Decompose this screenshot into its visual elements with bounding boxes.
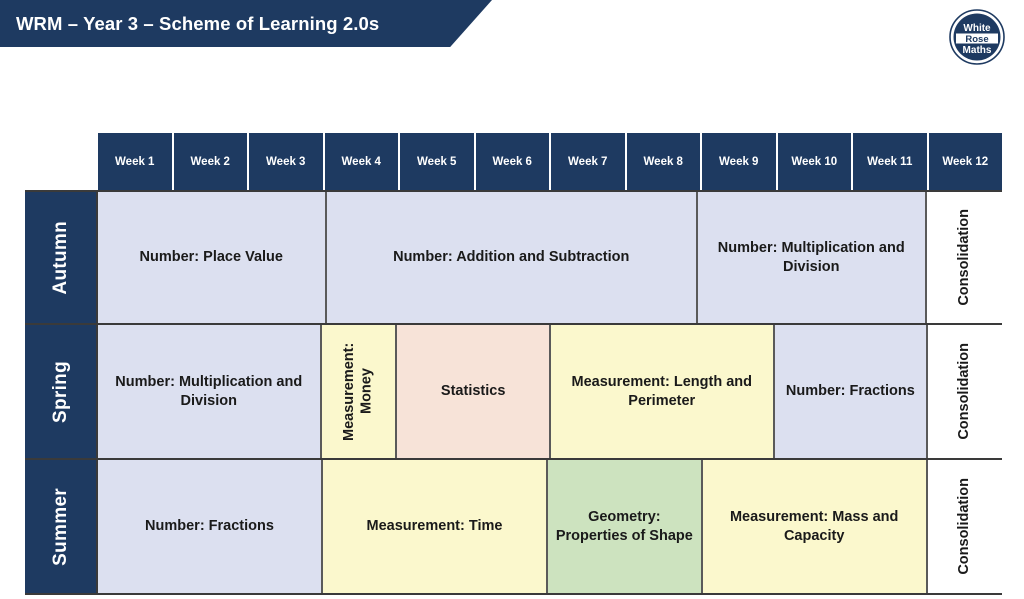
season-label-summer: Summer [25, 460, 98, 593]
unit-cell: Measurement: Mass and Capacity [702, 460, 928, 593]
unit-cell-label: Consolidation [956, 343, 973, 440]
season-row-summer: Summer Number: Fractions Measurement: Time… [25, 460, 1002, 595]
unit-cell: Geometry: Properties of Shape [548, 460, 703, 593]
week-header-9: Week 9 [702, 133, 778, 190]
week-header-7: Week 7 [551, 133, 627, 190]
page-title: WRM – Year 3 – Scheme of Learning 2.0s [16, 12, 380, 34]
unit-cell-label: Statistics [440, 383, 506, 400]
season-cells: Number: Fractions Measurement: Time Geomet… [98, 460, 1002, 593]
svg-text:Rose: Rose [965, 34, 988, 45]
white-rose-maths-logo: White Rose Maths [948, 8, 1006, 66]
svg-text:Maths: Maths [963, 45, 992, 56]
week-header-10: Week 10 [777, 133, 853, 190]
unit-cell-label: Measurement: Mass and Capacity [729, 509, 899, 544]
unit-cell-label: Number: Fractions [785, 383, 915, 400]
week-header-8: Week 8 [626, 133, 702, 190]
week-header-5: Week 5 [400, 133, 476, 190]
unit-cell-label: Measurement: Money [341, 342, 375, 441]
week-header-11: Week 11 [853, 133, 929, 190]
unit-cell-label: Number: Fractions [145, 518, 274, 535]
unit-cell-label: Number: Multiplication and Division [115, 374, 303, 409]
title-banner: WRM – Year 3 – Scheme of Learning 2.0s [0, 0, 492, 47]
week-header-2: Week 2 [173, 133, 249, 190]
unit-cell: Number: Fractions [774, 325, 929, 458]
season-label-text: Spring [49, 360, 71, 423]
unit-cell: Statistics [397, 325, 551, 458]
unit-cell-label: Measurement: Length and Perimeter [571, 374, 752, 409]
unit-cell: Consolidation [926, 192, 1002, 323]
season-cells: Number: Multiplication and Division Measu… [98, 325, 1002, 458]
week-header-4: Week 4 [324, 133, 400, 190]
svg-text:White: White [963, 23, 991, 34]
season-row-autumn: Autumn Number: Place Value Number: Additio… [25, 190, 1002, 325]
season-cells: Number: Place Value Number: Addition and … [98, 192, 1002, 323]
season-label-text: Summer [49, 487, 71, 566]
unit-cell: Measurement: Length and Perimeter [551, 325, 775, 458]
unit-cell-label: Number: Multiplication and Division [717, 240, 905, 275]
unit-cell-label: Consolidation [955, 209, 972, 306]
unit-cell: Number: Fractions [98, 460, 323, 593]
unit-cell: Number: Addition and Subtraction [326, 192, 698, 323]
unit-cell-label: Number: Addition and Subtraction [393, 249, 630, 266]
unit-cell: Measurement: Money [321, 325, 398, 458]
unit-cell: Consolidation [928, 325, 1002, 458]
season-rows: Autumn Number: Place Value Number: Additio… [25, 190, 1002, 595]
unit-cell-label: Number: Place Value [139, 249, 283, 266]
week-header-6: Week 6 [475, 133, 551, 190]
unit-cell-label: Geometry: Properties of Shape [555, 509, 693, 544]
unit-cell-label: Consolidation [956, 478, 973, 575]
unit-cell: Measurement: Time [323, 460, 548, 593]
unit-cell: Number: Multiplication and Division [698, 192, 927, 323]
unit-cell: Number: Place Value [98, 192, 327, 323]
week-header-3: Week 3 [249, 133, 325, 190]
unit-cell: Consolidation [927, 460, 1002, 593]
week-header-1: Week 1 [98, 133, 174, 190]
unit-cell-label: Measurement: Time [366, 518, 503, 535]
season-label-text: Autumn [49, 220, 71, 295]
unit-cell: Number: Multiplication and Division [98, 325, 322, 458]
season-label-spring: Spring [25, 325, 98, 458]
season-row-spring: Spring Number: Multiplication and Divisio… [25, 325, 1002, 460]
week-header-12: Week 12 [928, 133, 1002, 190]
season-label-autumn: Autumn [25, 192, 98, 323]
